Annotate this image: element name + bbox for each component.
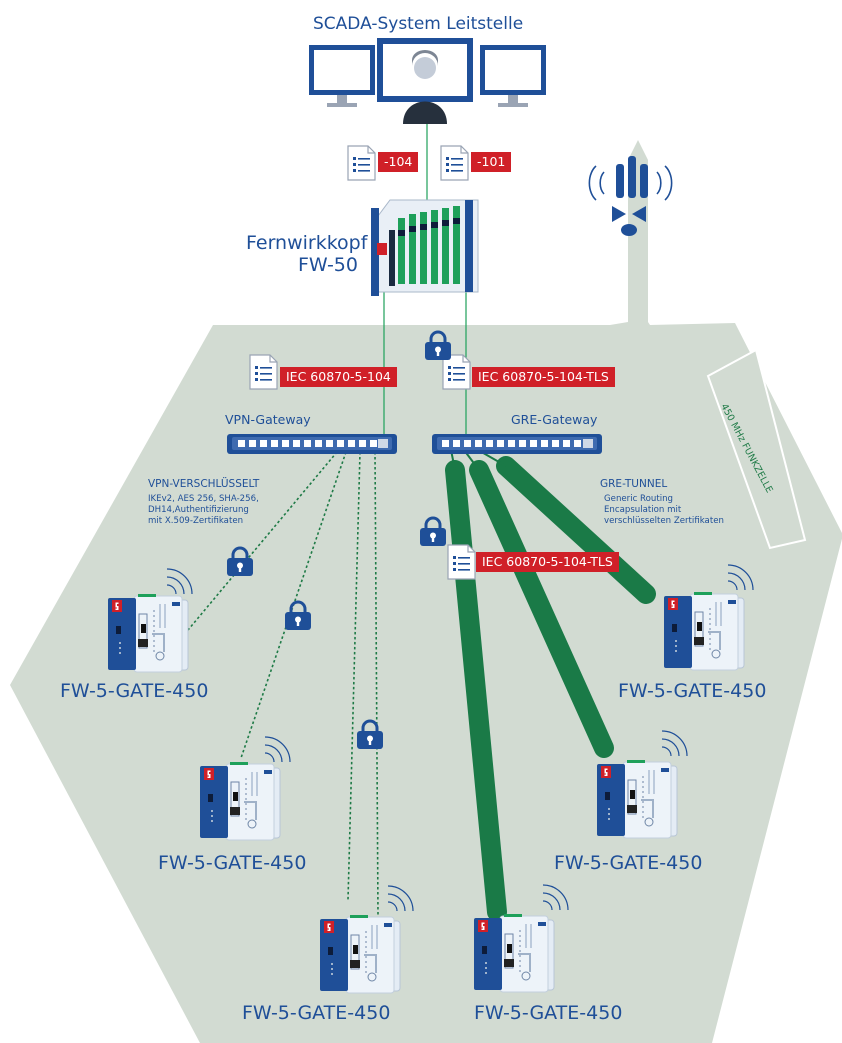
vpn-gateway-port [348,440,355,447]
gre-gateway-port [486,440,493,447]
doc-icon-101 [440,145,469,181]
gre-gateway-port [508,440,515,447]
gre-gateway-port [453,440,460,447]
device-icon-5 [596,759,678,839]
vpn-gateway-port [260,440,267,447]
gre-gateway-port [475,440,482,447]
link-tag-lower: IEC 60870-5-104-TLS [476,552,619,572]
device-label-5: FW-5-GATE-450 [554,852,703,874]
gre-gateway-port [541,440,548,447]
rtu-name-line1: Fernwirkkopf [246,232,368,254]
device-label-6: FW-5-GATE-450 [618,680,767,702]
gre-gateway-port [519,440,526,447]
link-tag-left: IEC 60870-5-104 [280,367,397,387]
radio-cell-zone-strip [706,348,807,550]
device-icon-3 [319,914,401,994]
gre-gateway-port [563,440,570,447]
vpn-detail-3: mit X.509-Zertifikaten [148,516,244,526]
gre-title: GRE-TUNNEL [600,478,668,490]
protocol-tag-101: -101 [471,152,512,172]
rtu-name-line2: FW-50 [298,254,358,276]
device-icon-1 [107,593,189,673]
vpn-gateway-port [370,440,377,447]
gre-detail-1: Generic Routing [604,494,674,504]
device-label-1: FW-5-GATE-450 [60,680,209,702]
gre-detail-3: verschlüsselten Zertifikaten [604,516,724,526]
gre-gateway-port [497,440,504,447]
rtu-rack-icon [371,199,479,296]
scada-title: SCADA-System Leitstelle [313,14,524,34]
vpn-gateway-port [282,440,289,447]
device-label-4: FW-5-GATE-450 [474,1002,623,1024]
protocol-tag-104: -104 [378,152,419,172]
doc-icon-right-link [442,354,471,390]
vpn-gateway-port [249,440,256,447]
doc-icon-lower-link [447,544,476,580]
vpn-gateway-port [238,440,245,447]
vpn-gateway-port [326,440,333,447]
gre-gateway-port [574,440,581,447]
doc-icon-104 [347,145,376,181]
gre-detail-2: Encapsulation mit [604,505,682,515]
gre-gateway-label: GRE-Gateway [511,412,598,427]
gre-gateway-port [530,440,537,447]
device-icon-6 [663,591,745,671]
link-tag-right: IEC 60870-5-104-TLS [472,367,615,387]
vpn-gateway-port [315,440,322,447]
vpn-gateway-label: VPN-Gateway [225,412,311,427]
device-icon-4 [473,913,555,993]
device-icon-2 [199,761,281,841]
gre-tunnels [445,449,656,922]
vpn-title: VPN-VERSCHLÜSSELT [148,478,260,490]
monitor-center-icon [377,38,473,124]
gre-gateway-port [464,440,471,447]
vpn-detail-2: DH14,Authentifizierung [148,505,249,515]
vpn-detail-1: IKEv2, AES 256, SHA-256, [148,494,259,504]
antenna-tower-icon [588,156,673,236]
vpn-gateway-port [359,440,366,447]
vpn-gateway-port [304,440,311,447]
vpn-gateway-port [271,440,278,447]
doc-icon-left-link [249,354,278,390]
monitor-left-icon [309,45,375,107]
device-label-2: FW-5-GATE-450 [158,852,307,874]
device-label-3: FW-5-GATE-450 [242,1002,391,1024]
vpn-gateway-port [293,440,300,447]
gre-gateway-port [552,440,559,447]
gre-gateway-port [442,440,449,447]
monitor-right-icon [480,45,546,107]
vpn-gateway-port [337,440,344,447]
